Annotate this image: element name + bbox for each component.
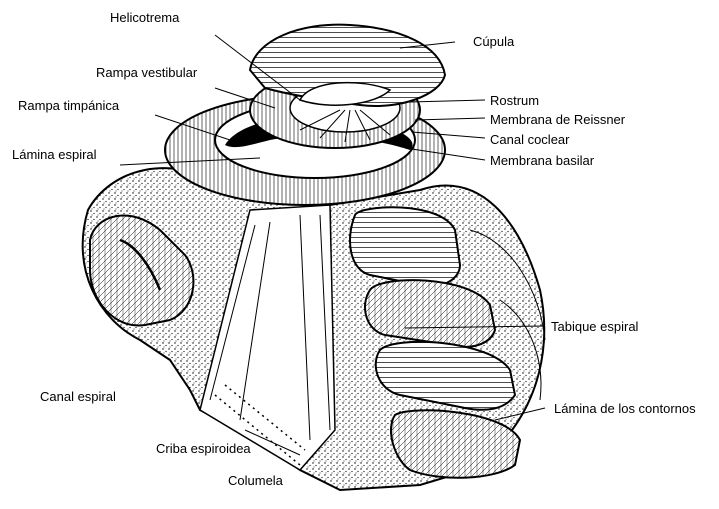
label-lamina-contornos: Lámina de los contornos [554, 401, 696, 416]
label-columela: Columela [228, 473, 284, 488]
label-rostrum: Rostrum [490, 93, 539, 108]
label-criba-espiroidea: Criba espiroidea [156, 441, 251, 456]
label-membrana-basilar: Membrana basilar [490, 153, 595, 168]
label-lamina-espiral: Lámina espiral [12, 147, 97, 162]
label-rampa-timpanica: Rampa timpánica [18, 98, 120, 113]
label-canal-espiral: Canal espiral [40, 389, 116, 404]
label-rampa-vestibular: Rampa vestibular [96, 65, 198, 80]
label-helicotrema: Helicotrema [110, 10, 180, 25]
label-membrana-reissner: Membrana de Reissner [490, 112, 626, 127]
right-canal-upper [350, 207, 460, 286]
label-canal-coclear: Canal coclear [490, 132, 570, 147]
cochlea-illustration [83, 25, 545, 490]
label-tabique-espiral: Tabique espiral [551, 319, 639, 334]
label-cupula: Cúpula [473, 34, 515, 49]
